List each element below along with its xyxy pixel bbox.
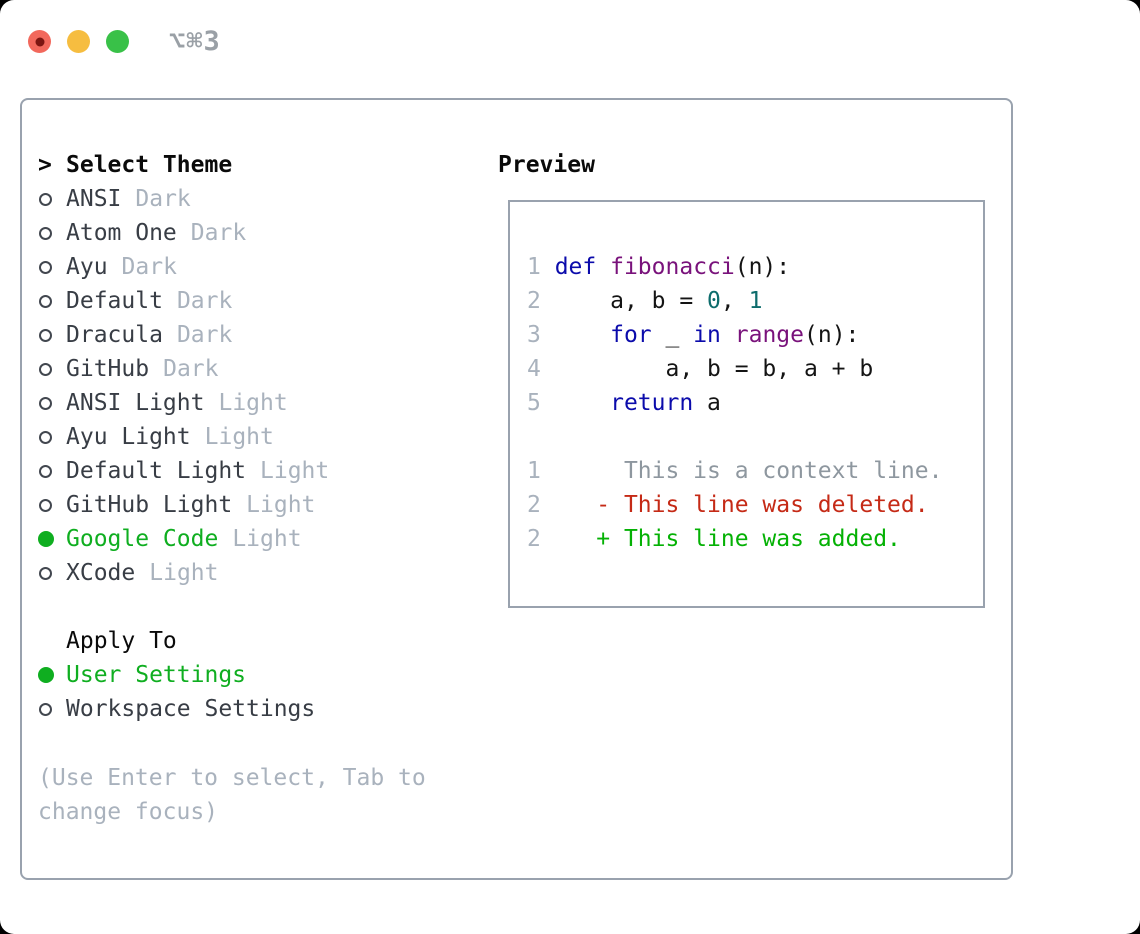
item-variant-label: Dark — [190, 220, 247, 246]
line-number: 4 — [527, 356, 555, 382]
line-number: 1 — [527, 458, 555, 484]
code-line: 2 + This line was added. — [527, 526, 901, 552]
radio-icon — [39, 498, 52, 512]
radio-icon — [39, 464, 52, 478]
item-variant-label: Light — [204, 424, 274, 450]
theme-item-dracula[interactable]: Dracula Dark — [38, 318, 329, 352]
help-text: (Use Enter to select, Tab to change focu… — [38, 765, 426, 825]
theme-item-ansi[interactable]: ANSI Dark — [38, 182, 329, 216]
item-variant-label: Light — [149, 560, 219, 586]
radio-icon — [39, 226, 52, 240]
line-number: 3 — [527, 322, 555, 348]
apply-to-header: Apply To — [38, 624, 329, 658]
radio-icon — [39, 430, 52, 444]
apply-option-user-settings[interactable]: User Settings — [38, 658, 329, 692]
theme-item-ansi-light[interactable]: ANSI Light Light — [38, 386, 329, 420]
code-line — [527, 420, 983, 454]
item-label: ANSI Light — [66, 390, 205, 416]
theme-item-ayu[interactable]: Ayu Dark — [38, 250, 329, 284]
line-number: 2 — [527, 288, 555, 314]
unsaved-dot-icon — [35, 37, 44, 46]
select-theme-title: Select Theme — [66, 152, 233, 178]
line-number: 2 — [527, 492, 555, 518]
titlebar: ⌥⌘3 — [28, 26, 221, 57]
item-label: Workspace Settings — [66, 696, 316, 722]
item-label: User Settings — [66, 662, 247, 688]
item-variant-label: Dark — [135, 186, 191, 212]
theme-item-default-light[interactable]: Default Light Light — [38, 454, 329, 488]
code-line: 2 - This line was deleted. — [527, 492, 929, 518]
item-label: GitHub — [66, 356, 150, 382]
code-line: 5 return a — [527, 390, 721, 416]
code-line: 3 for _ in range(n): — [527, 322, 860, 348]
apply-to-title: Apply To — [66, 628, 177, 654]
line-number: 1 — [527, 254, 555, 280]
radio-icon — [39, 260, 52, 274]
item-variant-label: Light — [246, 492, 316, 518]
item-variant-label: Dark — [163, 356, 219, 382]
item-label: Ayu — [66, 254, 108, 280]
theme-item-github[interactable]: GitHub Dark — [38, 352, 329, 386]
item-variant-label: Dark — [121, 254, 177, 280]
radio-selected-icon — [38, 531, 54, 547]
item-label: GitHub Light — [66, 492, 233, 518]
keyboard-shortcut-label: ⌥⌘3 — [169, 26, 221, 57]
radio-icon — [39, 192, 52, 206]
radio-icon — [39, 294, 52, 308]
code-line: 2 a, b = 0, 1 — [527, 288, 763, 314]
close-button[interactable] — [28, 30, 51, 53]
item-label: Atom One — [66, 220, 177, 246]
item-label: XCode — [66, 560, 136, 586]
code-line: 4 a, b = b, a + b — [527, 356, 874, 382]
item-label: Dracula — [66, 322, 163, 348]
select-theme-header: > Select Theme — [38, 148, 329, 182]
zoom-button[interactable] — [106, 30, 129, 53]
item-variant-label: Dark — [176, 288, 233, 314]
cursor-icon: > — [38, 152, 52, 178]
theme-item-github-light[interactable]: GitHub Light Light — [38, 488, 329, 522]
item-variant-label: Light — [218, 390, 288, 416]
preview-pane: 1 def fibonacci(n): 2 a, b = 0, 1 3 for _ … — [508, 200, 985, 608]
radio-selected-icon — [38, 667, 54, 683]
item-variant-label: Light — [260, 458, 330, 484]
radio-icon — [39, 702, 52, 716]
code-preview: 1 def fibonacci(n): 2 a, b = 0, 1 3 for _ … — [527, 250, 983, 556]
item-label: Default — [66, 288, 163, 314]
theme-item-xcode[interactable]: XCode Light — [38, 556, 329, 590]
minimize-button[interactable] — [67, 30, 90, 53]
radio-icon — [39, 396, 52, 410]
line-number: 5 — [527, 390, 555, 416]
item-label: Google Code — [66, 526, 219, 552]
radio-icon — [39, 566, 52, 580]
radio-icon — [39, 328, 52, 342]
theme-item-atom-one[interactable]: Atom One Dark — [38, 216, 329, 250]
line-number: 2 — [527, 526, 555, 552]
apply-option-workspace-settings[interactable]: Workspace Settings — [38, 692, 329, 726]
item-variant-label: Light — [232, 526, 302, 552]
code-line: 1 This is a context line. — [527, 458, 943, 484]
code-line: 1 def fibonacci(n): — [527, 254, 791, 280]
theme-item-ayu-light[interactable]: Ayu Light Light — [38, 420, 329, 454]
item-label: ANSI — [66, 186, 122, 212]
preview-title: Preview — [498, 152, 595, 178]
item-label: Default Light — [66, 458, 247, 484]
radio-icon — [39, 362, 52, 376]
item-label: Ayu Light — [66, 424, 191, 450]
theme-item-google-code[interactable]: Google Code Light — [38, 522, 329, 556]
theme-item-default[interactable]: Default Dark — [38, 284, 329, 318]
item-variant-label: Dark — [176, 322, 233, 348]
